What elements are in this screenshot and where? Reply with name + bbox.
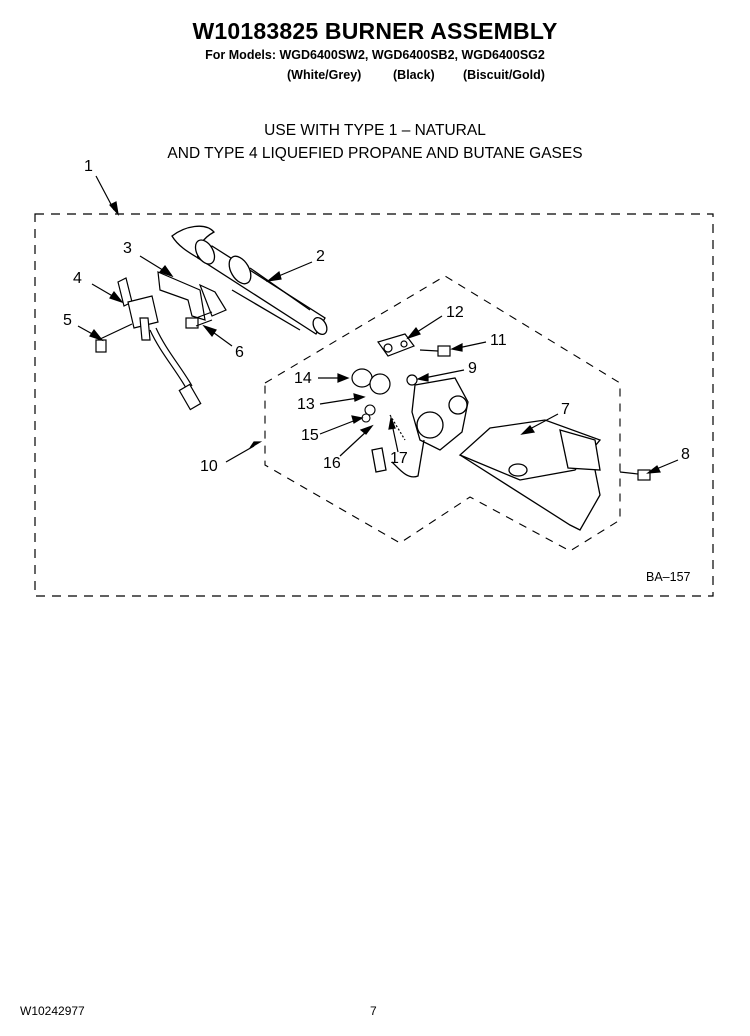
callout-6: 6	[235, 344, 244, 361]
callout-5: 5	[63, 312, 72, 329]
page-number: 7	[370, 1004, 377, 1018]
models-line: For Models: WGD6400SW2, WGD6400SB2, WGD6…	[205, 48, 545, 62]
color-black: (Black)	[393, 68, 435, 82]
callout-7: 7	[561, 401, 570, 418]
callout-9: 9	[468, 360, 477, 377]
color-white-grey: (White/Grey)	[287, 68, 362, 82]
leader-lines	[77, 175, 679, 474]
callout-14: 14	[294, 370, 312, 387]
callout-13: 13	[297, 396, 315, 413]
gas-valve-part	[371, 377, 469, 478]
assembly-boundary	[34, 213, 714, 597]
spring-part-17	[389, 414, 406, 441]
gas-type-note-1: USE WITH TYPE 1 – NATURAL	[264, 122, 486, 139]
flame-sensor-part	[377, 333, 415, 357]
callout-10: 10	[200, 458, 218, 475]
callout-4: 4	[73, 270, 82, 287]
screw-part-6	[185, 311, 213, 329]
igniter-lead-part	[95, 323, 202, 411]
document-number: W10242977	[20, 1004, 85, 1018]
coil-part-14	[351, 368, 391, 395]
callout-12: 12	[446, 304, 464, 321]
callout-15: 15	[301, 427, 319, 444]
callout-2: 2	[316, 248, 325, 265]
sub-assembly-boundary	[264, 275, 621, 552]
screw-part-8	[619, 469, 651, 481]
callout-8: 8	[681, 446, 690, 463]
orifice-part	[406, 374, 418, 386]
callout-11: 11	[490, 332, 507, 349]
page-title: W10183825 BURNER ASSEMBLY	[192, 18, 558, 44]
burner-shield-part	[458, 419, 602, 531]
filter-part-13	[364, 404, 376, 416]
bracket-part	[157, 271, 227, 321]
igniter-part	[117, 277, 159, 341]
callout-1: 1	[84, 158, 93, 175]
callout-3: 3	[123, 240, 132, 257]
burner-tube-part	[171, 225, 328, 336]
seal-part-15	[361, 413, 371, 423]
drawing-code: BA–157	[646, 570, 691, 584]
callout-17: 17	[390, 450, 408, 467]
color-biscuit-gold: (Biscuit/Gold)	[463, 68, 545, 82]
screw-part-11	[419, 345, 451, 357]
gas-type-note-2: AND TYPE 4 LIQUEFIED PROPANE AND BUTANE …	[167, 145, 583, 162]
callout-16: 16	[323, 455, 341, 472]
